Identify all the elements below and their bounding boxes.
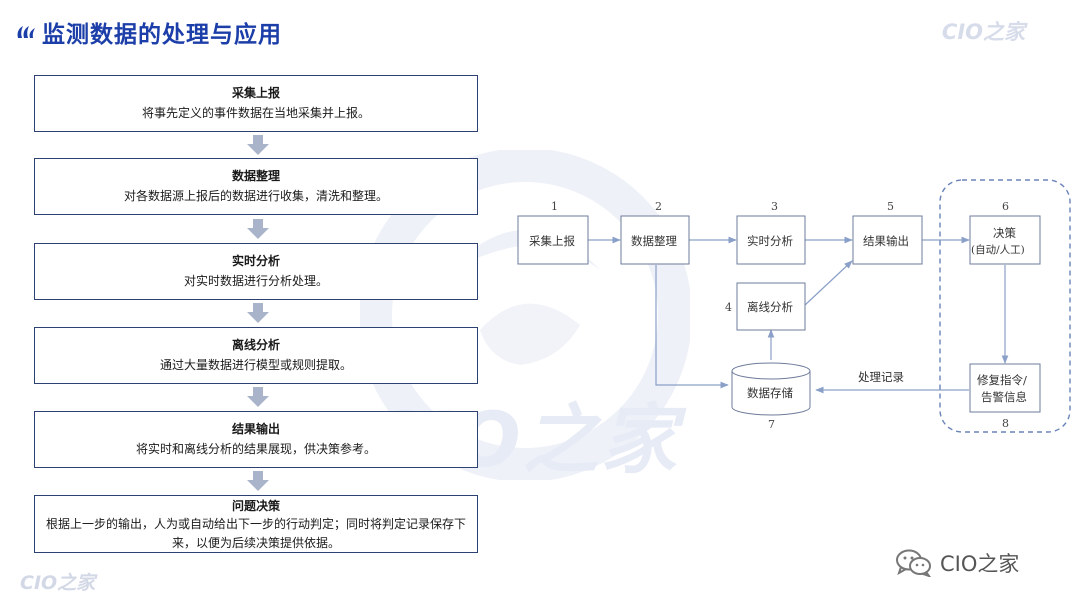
wechat-badge: CIO之家 xyxy=(896,548,1019,578)
node-5-number: 5 xyxy=(887,200,894,213)
node-4-number: 4 xyxy=(725,301,732,314)
node-5-label: 结果输出 xyxy=(863,234,909,248)
node-8-number: 8 xyxy=(1002,417,1009,430)
node-1-label: 采集上报 xyxy=(529,234,575,248)
step-desc: 根据上一步的输出，人为或自动给出下一步的行动判定；同时将判定记录保存下来，以便为… xyxy=(45,517,466,550)
node-2-label: 数据整理 xyxy=(631,234,677,248)
down-arrow-icon xyxy=(247,219,269,239)
step-offline-analysis: 离线分析 通过大量数据进行模型或规则提取。 xyxy=(34,327,478,384)
node-8-label-line2: 告警信息 xyxy=(981,390,1027,404)
step-desc: 通过大量数据进行模型或规则提取。 xyxy=(159,358,352,372)
down-arrow-icon xyxy=(247,471,269,491)
edge-label-processing-record: 处理记录 xyxy=(858,370,904,384)
down-arrow-icon xyxy=(247,387,269,407)
node-1-number: 1 xyxy=(551,200,558,213)
node-7-label: 数据存储 xyxy=(747,386,793,400)
node-6-label-line1: 决策 xyxy=(993,226,1016,240)
node-2-box xyxy=(620,215,690,265)
step-data-organize: 数据整理 对各数据源上报后的数据进行收集，清洗和整理。 xyxy=(34,158,478,215)
step-desc: 将事先定义的事件数据在当地采集并上报。 xyxy=(141,106,370,120)
node-7-cylinder xyxy=(731,371,811,416)
step-title: 问题决策 xyxy=(231,499,280,513)
wechat-account-name: CIO之家 xyxy=(940,552,1020,576)
process-flow-diagram: 处理记录 1 采集上报 2 数据整理 3 实时分析 4 离线分析 5 结果输出 … xyxy=(517,179,1071,433)
node-8-label-line1: 修复指令/ xyxy=(977,373,1027,387)
edge-2-7 xyxy=(655,265,729,389)
node-6-label-line2: (自动/人工) xyxy=(971,243,1025,256)
corner-logo: CIO之家 xyxy=(941,20,1025,44)
step-collect-report: 采集上报 将事先定义的事件数据在当地采集并上报。 xyxy=(34,75,478,132)
node-5-box xyxy=(852,215,923,265)
node-2-number: 2 xyxy=(655,200,662,213)
down-arrow-icon xyxy=(247,303,269,323)
page-title: 监测数据的处理与应用 xyxy=(42,22,282,48)
step-title: 离线分析 xyxy=(231,338,280,352)
wechat-icon xyxy=(896,549,931,577)
node-4-label: 离线分析 xyxy=(747,300,793,314)
step-title: 采集上报 xyxy=(231,86,280,100)
step-result-output: 结果输出 将实时和离线分析的结果展现，供决策参考。 xyxy=(34,411,478,468)
node-7-number: 7 xyxy=(768,418,775,431)
step-desc: 对各数据源上报后的数据进行收集，清洗和整理。 xyxy=(123,189,388,203)
step-realtime-analysis: 实时分析 对实时数据进行分析处理。 xyxy=(34,243,478,300)
decision-group-frame xyxy=(939,179,1071,433)
node-6-box xyxy=(969,215,1041,265)
node-8-box xyxy=(969,363,1041,413)
node-4-box xyxy=(736,282,806,331)
step-title: 实时分析 xyxy=(231,254,280,268)
node-3-label: 实时分析 xyxy=(747,234,793,248)
node-3-number: 3 xyxy=(771,200,778,213)
title-icon xyxy=(17,26,35,38)
node-3-box xyxy=(736,215,806,265)
step-title: 结果输出 xyxy=(231,422,280,436)
step-decision: 问题决策 根据上一步的输出，人为或自动给出下一步的行动判定；同时将判定记录保存下… xyxy=(34,495,478,553)
bottom-logo: CIO之家 xyxy=(20,572,96,594)
down-arrow-icon xyxy=(247,135,269,155)
step-title: 数据整理 xyxy=(231,169,280,183)
node-6-number: 6 xyxy=(1002,200,1009,213)
step-desc: 将实时和离线分析的结果展现，供决策参考。 xyxy=(135,442,376,456)
node-7-cylinder-top xyxy=(731,362,811,380)
node-1-box xyxy=(517,215,589,265)
step-desc: 对实时数据进行分析处理。 xyxy=(183,274,328,288)
edge-4-5 xyxy=(804,260,853,306)
